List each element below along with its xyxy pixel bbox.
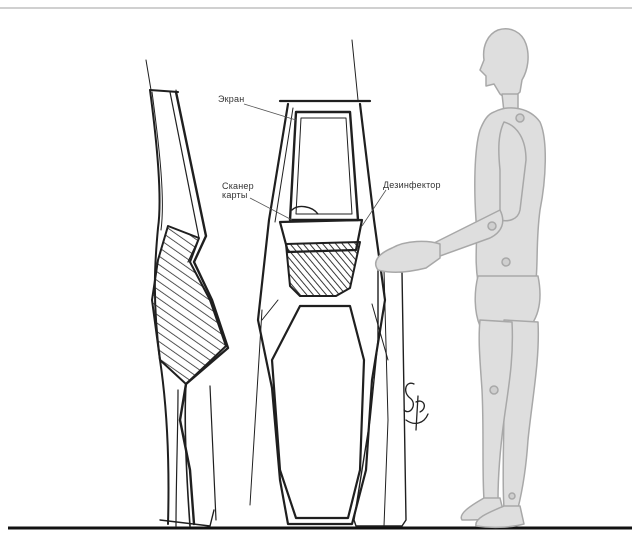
label-disinfector: Дезинфектор	[383, 181, 441, 190]
label-screen: Экран	[218, 95, 244, 104]
lower-panel	[272, 306, 364, 518]
label-card-scanner: Сканер карты	[222, 182, 272, 200]
label-leaders	[244, 104, 386, 226]
artist-signature	[404, 383, 428, 430]
console-hatch-fill	[286, 242, 360, 296]
human-figure	[376, 29, 546, 528]
kiosk-side-view	[146, 60, 228, 526]
